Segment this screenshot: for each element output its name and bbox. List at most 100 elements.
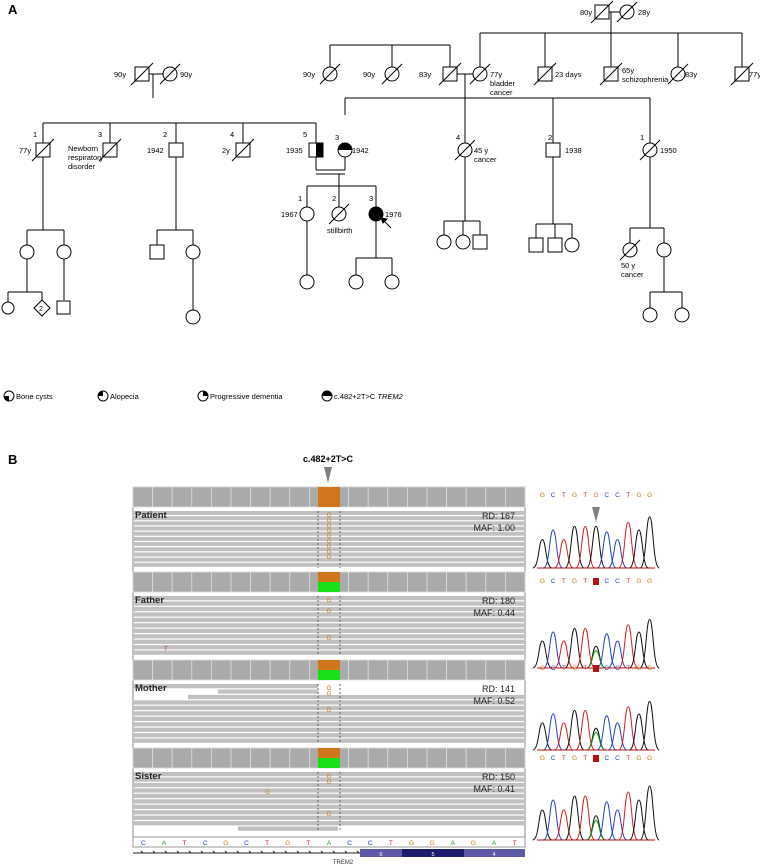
reference-base: G xyxy=(409,840,414,847)
variant-marker-icon xyxy=(324,467,332,483)
coverage-cell xyxy=(152,747,173,769)
sanger-peak xyxy=(553,809,574,841)
read xyxy=(133,716,525,721)
read-base: G xyxy=(327,523,332,529)
proband-symbol xyxy=(368,206,384,222)
sanger-peak-het xyxy=(586,650,606,669)
read xyxy=(133,623,525,628)
label: bladder xyxy=(490,79,516,88)
read-base: G xyxy=(327,691,332,697)
read-base: G xyxy=(327,609,332,615)
sanger-marker-icon xyxy=(592,507,600,522)
sanger-peak xyxy=(628,713,649,751)
read xyxy=(133,628,525,633)
read xyxy=(133,531,525,536)
reference-base: T xyxy=(513,840,517,847)
read xyxy=(133,606,525,612)
coverage-cell xyxy=(446,571,467,593)
reference-base: T xyxy=(265,840,269,847)
reference-base: G xyxy=(430,840,435,847)
sanger-base: G xyxy=(647,578,652,585)
strand-tick xyxy=(320,850,324,854)
label: 1 xyxy=(298,194,302,203)
strand-tick xyxy=(140,850,144,854)
sanger-base: G xyxy=(636,492,641,499)
sanger-peak xyxy=(639,700,660,751)
sanger-base: T xyxy=(562,755,566,762)
sanger-base: C xyxy=(604,755,609,762)
sanger-base: G xyxy=(647,492,652,499)
coverage-cell xyxy=(152,486,173,508)
label: 90y xyxy=(114,70,126,79)
sanger-base: G xyxy=(593,492,598,499)
reference-base: G xyxy=(223,840,228,847)
coverage-cell xyxy=(269,659,291,681)
read xyxy=(133,733,525,738)
sanger-peak xyxy=(532,640,553,669)
strand-tick xyxy=(284,850,288,854)
sanger-base: T xyxy=(562,665,566,672)
read xyxy=(133,788,525,793)
label: 2 xyxy=(332,194,336,203)
sanger-peak-het xyxy=(586,732,606,751)
reference-base: G xyxy=(471,840,476,847)
sanger-peak xyxy=(618,791,639,841)
sanger-base: T xyxy=(562,492,566,499)
reference-base: T xyxy=(183,840,187,847)
coverage-variant-alt xyxy=(318,660,340,670)
read-base: G xyxy=(327,534,332,540)
read-base: G xyxy=(327,529,332,535)
sanger-peak xyxy=(532,809,553,841)
read xyxy=(133,705,525,711)
coverage-cell xyxy=(210,747,232,769)
read xyxy=(133,810,525,815)
coverage-cell xyxy=(289,659,310,681)
coverage-cell xyxy=(269,747,291,769)
coverage-cell xyxy=(406,486,428,508)
coverage-cell xyxy=(171,571,193,593)
read-base: G xyxy=(327,774,332,780)
coverage-cell xyxy=(485,659,506,681)
coverage-cell xyxy=(426,486,448,508)
read-base: G xyxy=(327,518,332,524)
sanger-base: T xyxy=(626,665,630,672)
exon-label: 4 xyxy=(492,852,495,858)
read xyxy=(133,815,525,820)
sanger-base: G xyxy=(647,755,652,762)
track-maf: MAF: 1.00 xyxy=(473,523,515,533)
variant-title: c.482+2T>C xyxy=(303,454,354,464)
pedigree-lines xyxy=(7,11,743,310)
coverage-cell xyxy=(406,747,428,769)
sanger-base: G xyxy=(540,492,545,499)
strand-tick xyxy=(296,850,300,854)
track-rd: RD: 180 xyxy=(482,596,515,606)
sanger-base: G xyxy=(572,492,577,499)
read xyxy=(133,645,525,650)
sanger-base: G xyxy=(540,665,545,672)
strand-tick xyxy=(176,850,180,854)
coverage-cell xyxy=(250,659,271,681)
sanger-peak xyxy=(532,538,553,569)
sanger-peak xyxy=(618,521,639,569)
sanger-base: C xyxy=(615,755,620,762)
coverage-cell xyxy=(132,747,154,769)
coverage-cell xyxy=(504,747,526,769)
coverage-cell xyxy=(387,747,408,769)
strand-tick xyxy=(272,850,276,854)
strand-tick xyxy=(308,850,312,854)
sanger-peak xyxy=(607,809,628,841)
coverage-cell xyxy=(269,486,291,508)
coverage-cell xyxy=(191,571,212,593)
sanger-peak xyxy=(532,722,553,751)
label: 2y xyxy=(222,146,230,155)
label: 1935 xyxy=(286,146,303,155)
het-call-box xyxy=(593,578,599,585)
read xyxy=(133,634,525,639)
label: 77y xyxy=(19,146,31,155)
reference-base: C xyxy=(244,840,249,847)
sanger-base: G xyxy=(636,755,641,762)
sanger-base: G xyxy=(572,578,577,585)
coverage-cell xyxy=(230,747,252,769)
sanger-peak xyxy=(575,627,596,669)
reference-base: G xyxy=(285,840,290,847)
